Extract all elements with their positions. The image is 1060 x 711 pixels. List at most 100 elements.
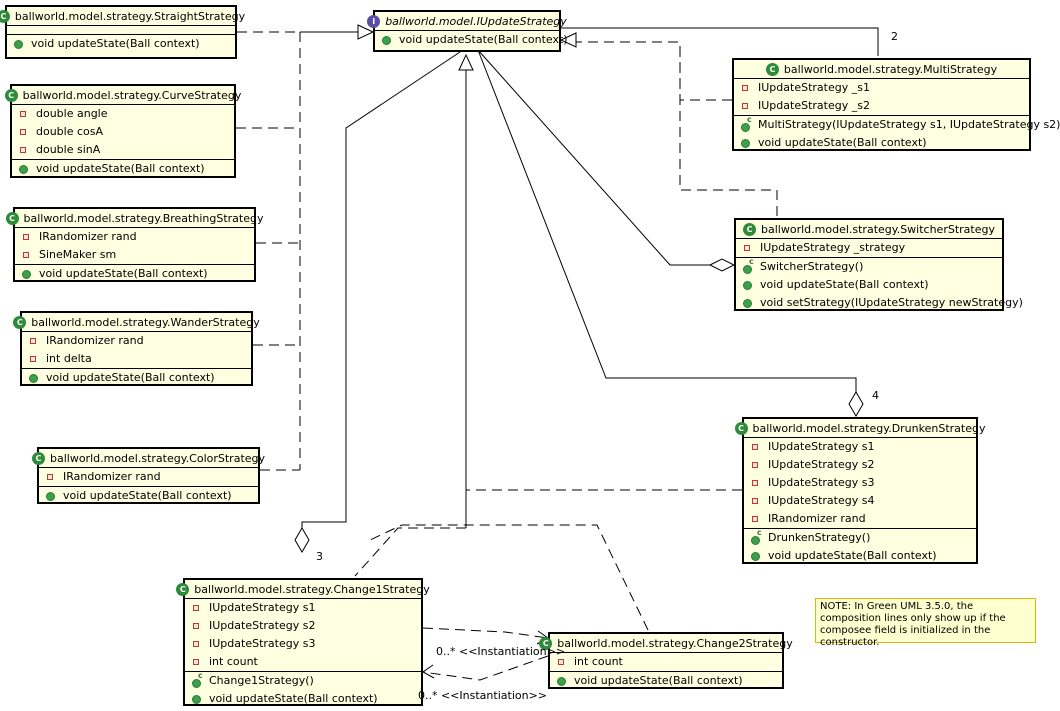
realization-arrowhead-left [357, 24, 375, 40]
method-row: void updateState(Ball context) [734, 134, 1029, 152]
instantiation-arrowhead-c1 [422, 664, 435, 679]
private-field-icon [736, 239, 760, 257]
realization-change2 [369, 524, 649, 631]
methods-section: void updateState(Ball context) [22, 369, 251, 387]
field-row: IRandomizer rand [22, 332, 251, 350]
field-row: IUpdateStrategy s1 [185, 599, 421, 617]
private-field-icon [734, 97, 758, 115]
class-name: ballworld.model.strategy.CurveStrategy [22, 88, 242, 102]
private-field-icon [39, 468, 63, 486]
instantiation-label-top: 0..* <<Instantiation>> [436, 645, 566, 658]
methods-section: Change1Strategy() void updateState(Ball … [185, 671, 421, 708]
class-icon: C [539, 636, 553, 650]
field-row: int count [185, 653, 421, 671]
private-field-icon [15, 246, 39, 264]
field-row: int count [550, 653, 782, 671]
methods-section: MultiStrategy(IUpdateStrategy s1, IUpdat… [734, 115, 1060, 152]
public-method-icon [22, 369, 46, 387]
private-field-icon [744, 510, 768, 528]
field-row: IUpdateStrategy s3 [185, 635, 421, 653]
instantiation-label-bottom: 0..* <<Instantiation>> [418, 689, 548, 702]
methods-section: void updateState(Ball context) [12, 160, 234, 178]
methods-section: void updateState(Ball context) [550, 672, 782, 690]
constructor-icon [736, 257, 760, 276]
class-icon: C [5, 211, 19, 225]
fields-section: int count [550, 653, 782, 672]
constructor-icon [734, 115, 758, 134]
constructor-icon [185, 671, 209, 690]
methods-section: void updateState(Ball context) [15, 265, 254, 283]
field-row: IRandomizer rand [15, 228, 254, 246]
public-method-icon [736, 276, 760, 294]
class-name: ballworld.model.strategy.StraightStrateg… [14, 9, 246, 23]
methods-section: void updateState(Ball context) [375, 31, 568, 49]
note-box: NOTE: In Green UML 3.5.0, the compositio… [815, 598, 1036, 648]
fields-section: IUpdateStrategy s1 IUpdateStrategy s2 IU… [185, 599, 421, 672]
realization-switcher [679, 42, 778, 216]
class-name: ballworld.model.strategy.SwitcherStrateg… [761, 222, 995, 236]
fields-section: IRandomizer rand int delta [22, 332, 251, 369]
class-icon: C [734, 421, 748, 435]
method-row: void updateState(Ball context) [550, 672, 782, 690]
composition-drunken [477, 49, 857, 392]
fields-section: IUpdateStrategy _strategy [736, 239, 1002, 258]
constructor-row: MultiStrategy(IUpdateStrategy s1, IUpdat… [734, 115, 1060, 134]
realization-multi [575, 41, 732, 101]
private-field-icon [12, 105, 36, 123]
public-method-icon [734, 134, 758, 152]
field-row: IUpdateStrategy s3 [744, 474, 976, 492]
methods-section: SwitcherStrategy() void updateState(Ball… [736, 257, 1023, 312]
class-icon: C [13, 315, 27, 329]
field-row: double angle [12, 105, 234, 123]
class-icon: C [743, 222, 757, 236]
field-row: IUpdateStrategy s4 [744, 492, 976, 510]
multiplicity-change1: 3 [316, 550, 323, 563]
public-method-icon [375, 31, 399, 49]
fields-section: IUpdateStrategy s1 IUpdateStrategy s2 IU… [744, 438, 976, 529]
private-field-icon [185, 599, 209, 617]
class-name: ballworld.model.strategy.BreathingStrate… [23, 211, 264, 225]
public-method-icon [7, 35, 31, 53]
private-field-icon [22, 332, 46, 350]
field-row: double cosA [12, 123, 234, 141]
instantiation-c1-to-c2 [422, 627, 549, 639]
private-field-icon [744, 438, 768, 456]
method-row: void updateState(Ball context) [39, 487, 258, 505]
method-row: void updateState(Ball context) [12, 160, 234, 178]
method-row: void updateState(Ball context) [22, 369, 251, 387]
class-icon: C [176, 582, 190, 596]
methods-section: DrunkenStrategy() void updateState(Ball … [744, 528, 976, 565]
multiplicity-drunken: 4 [872, 389, 879, 402]
method-row: void updateState(Ball context) [7, 35, 235, 53]
realization-arrowhead-center [458, 53, 474, 71]
method-row: void updateState(Ball context) [375, 31, 568, 49]
private-field-icon [12, 141, 36, 159]
private-field-icon [12, 123, 36, 141]
composition-diamond-change1 [294, 527, 310, 553]
field-row: IUpdateStrategy s2 [744, 456, 976, 474]
public-method-icon [744, 547, 768, 565]
methods-section: void updateState(Ball context) [7, 35, 235, 53]
methods-section: void updateState(Ball context) [39, 487, 258, 505]
class-name: ballworld.model.strategy.WanderStrategy [31, 315, 260, 329]
interface-icon: I [367, 14, 381, 28]
